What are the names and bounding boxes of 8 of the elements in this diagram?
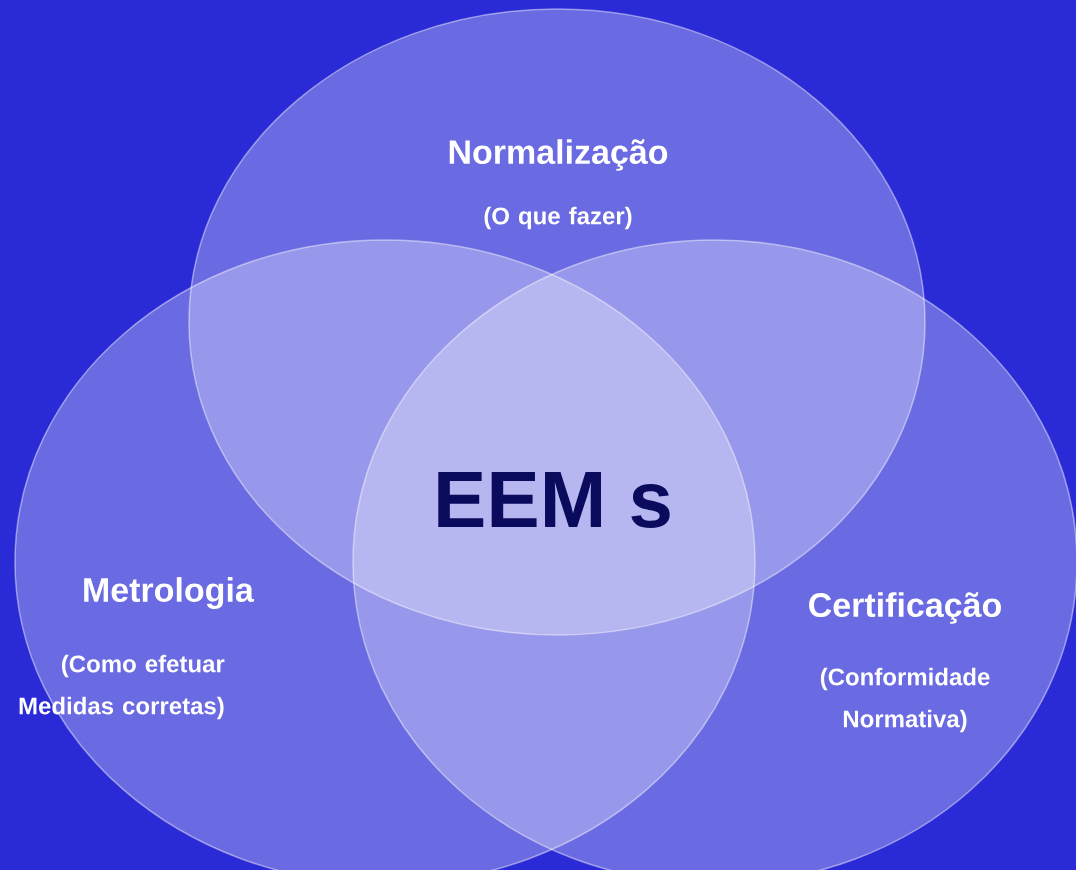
heading: Certificação bbox=[809, 592, 1001, 624]
center-label: EEM s bbox=[438, 472, 670, 528]
subtitle: (Como efetuar Medidas corretas) bbox=[19, 654, 225, 720]
heading: Metrologia bbox=[84, 577, 255, 609]
venn-circle bbox=[352, 239, 1076, 870]
subtitle: (Conformidade Normativa) bbox=[820, 667, 990, 733]
subtitle: (O que fazer) bbox=[484, 206, 632, 230]
heading: Normalização bbox=[449, 139, 668, 171]
